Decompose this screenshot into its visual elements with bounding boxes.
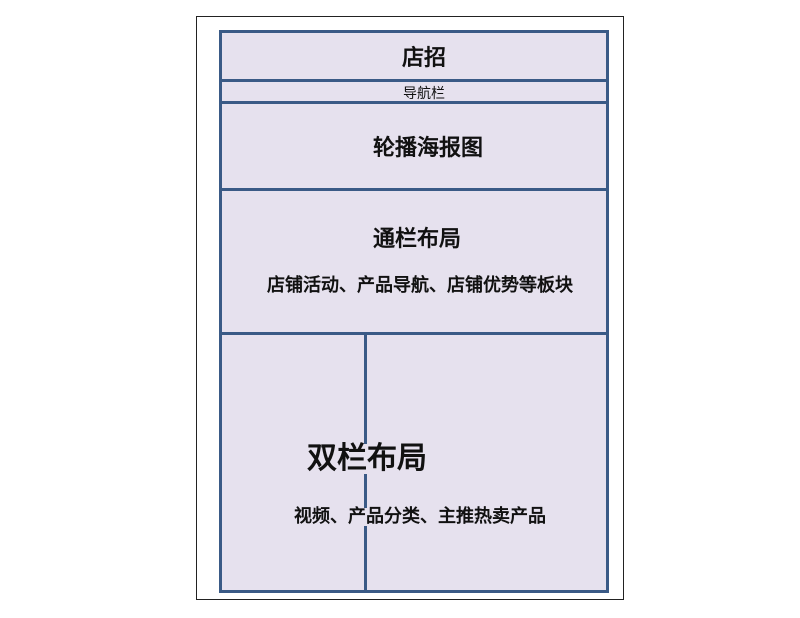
divider-fullwidth-bottom [219,332,609,335]
full-width-title: 通栏布局 [366,229,468,251]
two-column-desc: 视频、产品分类、主推热卖产品 [288,508,552,526]
divider-sign-bottom [219,79,609,82]
shop-sign-label: 店招 [395,48,453,70]
layout-panel [219,30,609,593]
full-width-desc: 店铺活动、产品导航、店铺优势等板块 [261,277,579,295]
nav-bar-label: 导航栏 [393,87,455,101]
two-column-title: 双栏布局 [301,444,433,474]
divider-nav-bottom [219,101,609,104]
divider-carousel-bottom [219,188,609,191]
carousel-label: 轮播海报图 [366,138,490,160]
